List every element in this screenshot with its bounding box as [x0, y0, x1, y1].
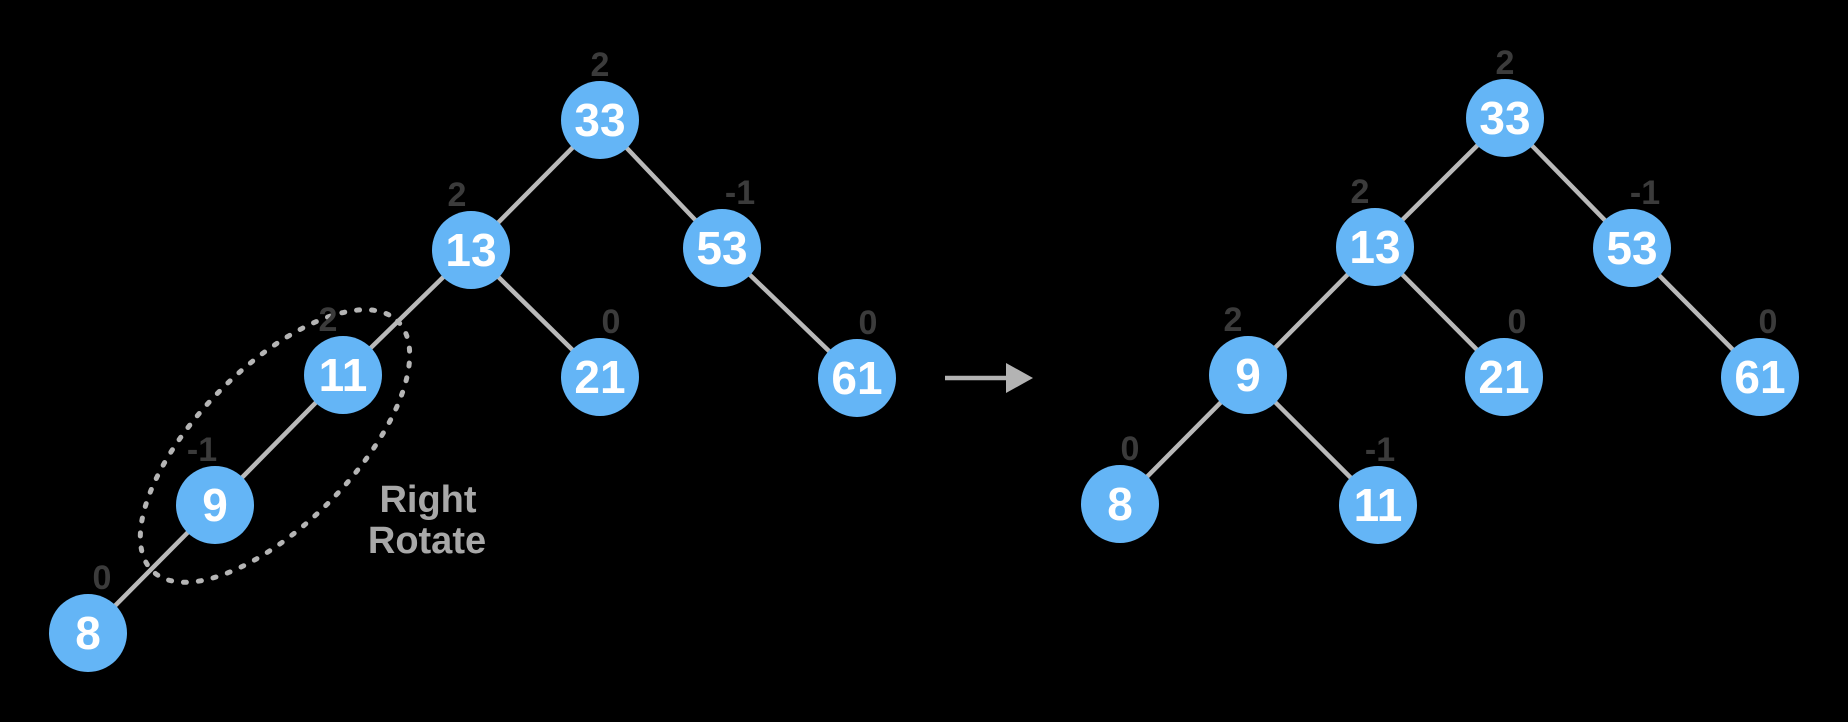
- right-node-13: 2 13: [1336, 173, 1414, 286]
- balance-factor: 0: [859, 304, 878, 342]
- left-node-61: 0 61: [818, 304, 896, 417]
- node-circle: [1339, 466, 1417, 544]
- right-node-21: 0 21: [1465, 303, 1543, 416]
- node-value: 9: [1235, 349, 1261, 401]
- node-value: 61: [831, 352, 882, 404]
- node-circle: [304, 336, 382, 414]
- node-circle: [1209, 336, 1287, 414]
- node-circle: [1081, 465, 1159, 543]
- node-circle: [1466, 79, 1544, 157]
- rotate-label-line1: Right: [379, 479, 476, 521]
- node-value: 21: [574, 351, 625, 403]
- node-value: 53: [1606, 222, 1657, 274]
- left-node-9: -1 9: [176, 431, 254, 544]
- node-value: 21: [1478, 351, 1529, 403]
- node-value: 33: [574, 94, 625, 146]
- right-arrow-icon: [945, 363, 1033, 393]
- left-node-8: 0 8: [49, 559, 127, 672]
- node-circle: [1721, 338, 1799, 416]
- left-node-33: 2 33: [561, 46, 639, 159]
- node-value: 8: [1107, 478, 1133, 530]
- node-value: 8: [75, 607, 101, 659]
- rotate-label-line2: Rotate: [368, 520, 486, 562]
- node-circle: [683, 209, 761, 287]
- node-circle: [561, 81, 639, 159]
- balance-factor: -1: [187, 431, 217, 469]
- right-tree: 2 33 2 13 -1 53 2 9 0 21 0: [1081, 44, 1799, 544]
- balance-factor: 0: [1759, 303, 1778, 341]
- left-tree: 2 33 2 13 -1 53 2 11 0 21 0: [49, 46, 896, 672]
- node-circle: [561, 338, 639, 416]
- node-value: 11: [319, 349, 368, 401]
- node-value: 13: [1349, 221, 1400, 273]
- left-node-13: 2 13: [432, 176, 510, 289]
- balance-factor: 0: [602, 303, 621, 341]
- node-circle: [176, 466, 254, 544]
- balance-factor: -1: [1630, 174, 1660, 212]
- left-node-11: 2 11: [304, 301, 382, 414]
- arrow-head: [1006, 363, 1033, 393]
- node-circle: [49, 594, 127, 672]
- left-node-21: 0 21: [561, 303, 639, 416]
- balance-factor: -1: [1365, 431, 1395, 469]
- right-node-53: -1 53: [1593, 174, 1671, 287]
- node-circle: [1465, 338, 1543, 416]
- balance-factor: 2: [1351, 173, 1370, 211]
- balance-factor: 0: [1121, 430, 1140, 468]
- balance-factor: 0: [1508, 303, 1527, 341]
- balance-factor: 2: [319, 301, 338, 339]
- rotate-label: Right Rotate: [368, 479, 486, 562]
- balance-factor: 2: [1224, 301, 1243, 339]
- right-node-8: 0 8: [1081, 430, 1159, 543]
- node-value: 13: [445, 224, 496, 276]
- node-value: 61: [1734, 351, 1785, 403]
- node-value: 11: [1354, 479, 1403, 531]
- right-node-33: 2 33: [1466, 44, 1544, 157]
- node-circle: [1336, 208, 1414, 286]
- node-circle: [818, 339, 896, 417]
- right-node-9: 2 9: [1209, 301, 1287, 414]
- balance-factor: -1: [725, 174, 755, 212]
- node-value: 53: [696, 222, 747, 274]
- right-node-61: 0 61: [1721, 303, 1799, 416]
- node-circle: [432, 211, 510, 289]
- rotation-highlight-ellipse: [137, 307, 413, 585]
- balance-factor: 2: [1496, 44, 1515, 82]
- right-node-11: -1 11: [1339, 431, 1417, 544]
- left-node-53: -1 53: [683, 174, 761, 287]
- node-value: 33: [1479, 92, 1530, 144]
- balance-factor: 0: [93, 559, 112, 597]
- balance-factor: 2: [591, 46, 610, 84]
- node-circle: [1593, 209, 1671, 287]
- node-value: 9: [202, 479, 228, 531]
- balance-factor: 2: [448, 176, 467, 214]
